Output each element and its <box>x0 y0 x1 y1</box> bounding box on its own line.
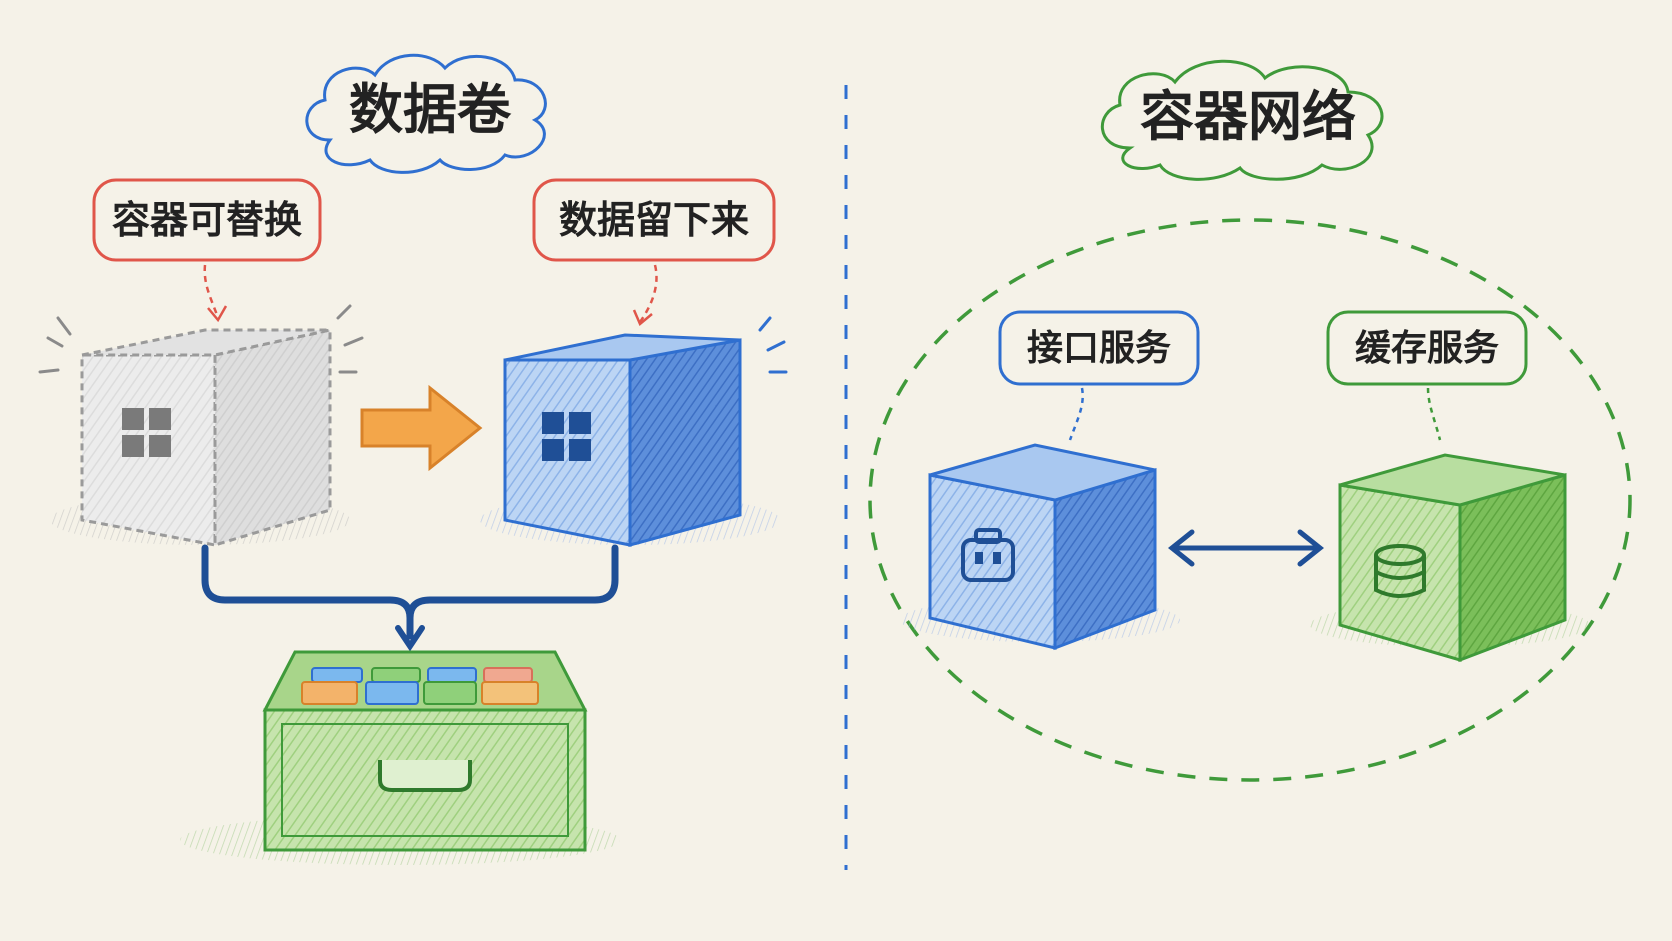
label-cache-service-text: 缓存服务 <box>1355 328 1499 369</box>
new-container-cube <box>480 316 788 547</box>
pointer-arrow-data-stays <box>638 264 658 323</box>
volume-drawer <box>180 650 620 865</box>
volume-title: 数据卷 <box>349 78 512 141</box>
file-folders <box>301 667 539 705</box>
label-replaceable: 容器可替换 <box>92 178 322 323</box>
label-api-service-text: 接口服务 <box>1027 328 1171 369</box>
old-container-cube <box>38 304 364 548</box>
database-icon <box>1374 544 1426 598</box>
api-service-cube <box>900 443 1180 651</box>
network-boundary <box>868 218 1632 782</box>
window-grid-icon <box>542 412 591 461</box>
label-api-service: 接口服务 <box>998 310 1200 441</box>
network-title: 容器网络 <box>1140 85 1356 148</box>
motion-ticks-gray <box>38 304 364 374</box>
label-cache-service: 缓存服务 <box>1326 310 1528 441</box>
label-data-stays-text: 数据留下来 <box>559 198 749 242</box>
label-data-stays: 数据留下来 <box>532 178 776 327</box>
robot-plug-icon <box>961 528 1015 582</box>
cache-service-cube <box>1310 453 1590 663</box>
drawer-handle <box>378 760 472 792</box>
orange-right-arrow <box>360 384 483 472</box>
title-cloud-network: 容器网络 <box>1101 59 1384 181</box>
title-cloud-volume: 数据卷 <box>305 53 547 174</box>
double-headed-arrow <box>1167 529 1325 567</box>
motion-ticks-blue <box>758 316 788 374</box>
volume-mount-connectors <box>201 544 619 652</box>
window-grid-icon <box>122 408 171 457</box>
pointer-arrow-replaceable <box>203 264 220 319</box>
label-replaceable-text: 容器可替换 <box>112 198 302 242</box>
